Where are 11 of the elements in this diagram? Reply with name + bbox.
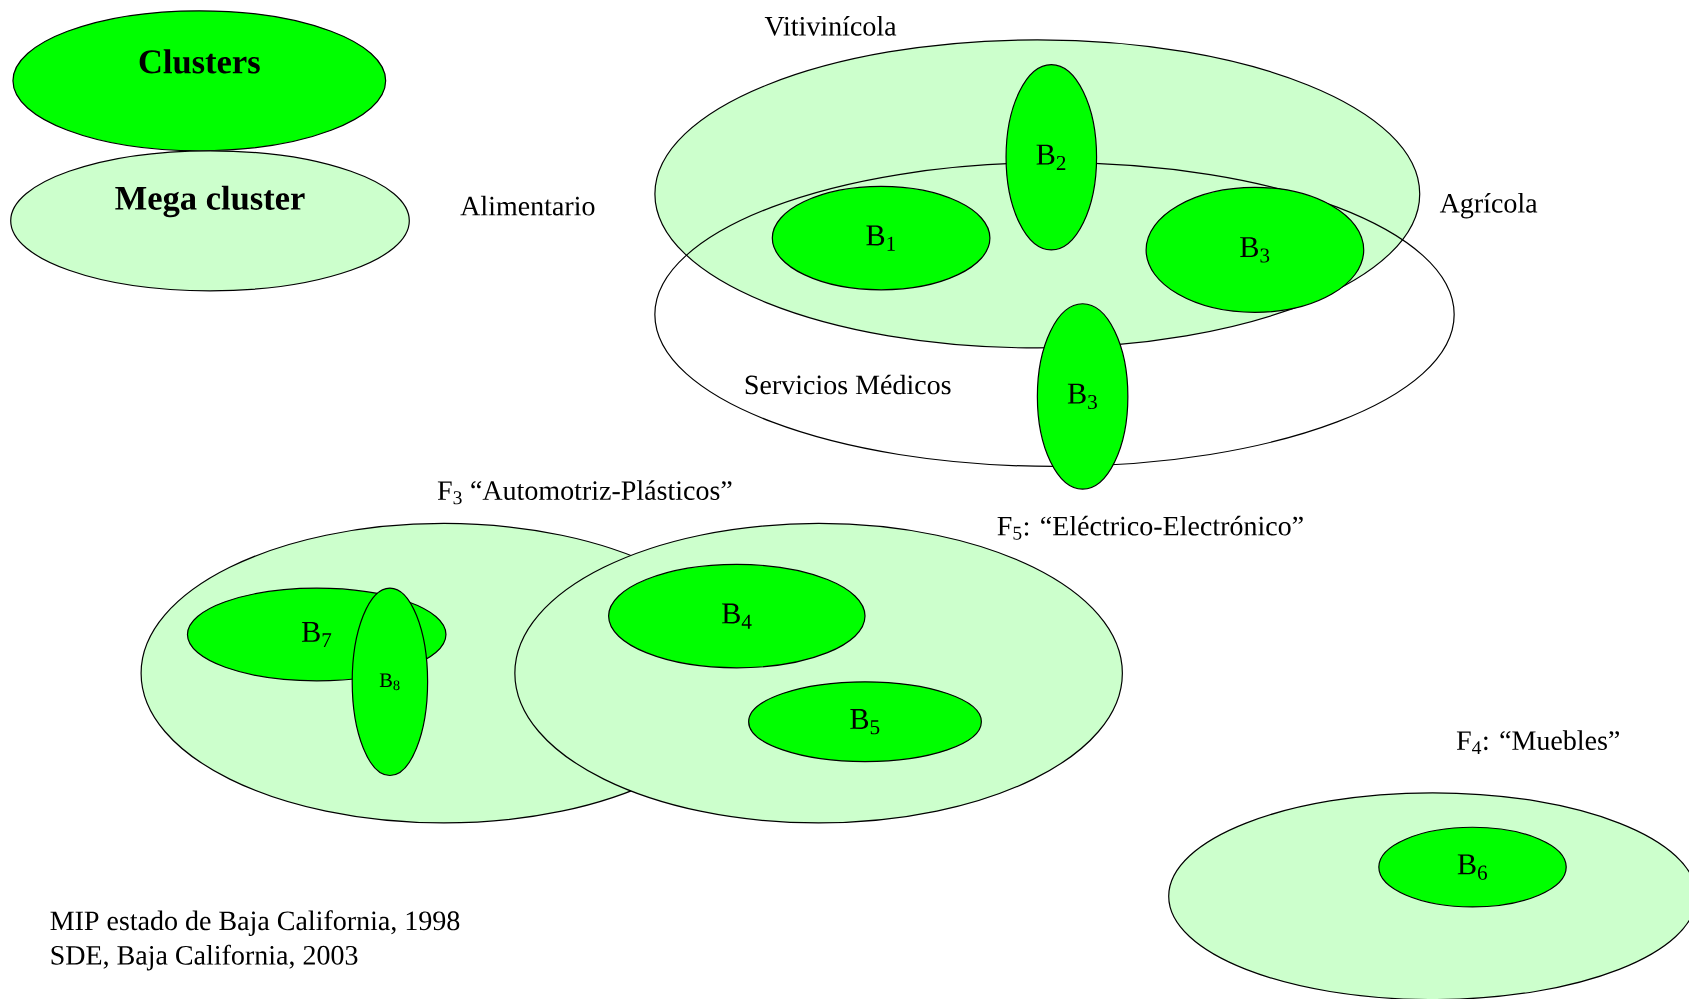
cluster-label: F$_{3}$ “Automotriz-Plásticos” (437, 480, 732, 505)
note-text: Agrícola (1439, 192, 1538, 219)
cluster-label: Servicios Médicos (745, 374, 951, 395)
cluster-label: Vitivinícola (764, 15, 897, 36)
note-text: Alimentario (460, 195, 595, 216)
cluster-label: F$_{4}$: “Muebles” (1456, 730, 1619, 755)
legend-text: Clusters (139, 49, 260, 74)
note-text: MIP estado de Baja California, 1998 (50, 910, 460, 936)
note-text: SDE, Baja California, 2003 (51, 944, 358, 971)
cluster-label: F$_{5}$: “Eléctrico-Electrónico” (997, 515, 1303, 540)
legend-text: Mega cluster (115, 185, 305, 218)
